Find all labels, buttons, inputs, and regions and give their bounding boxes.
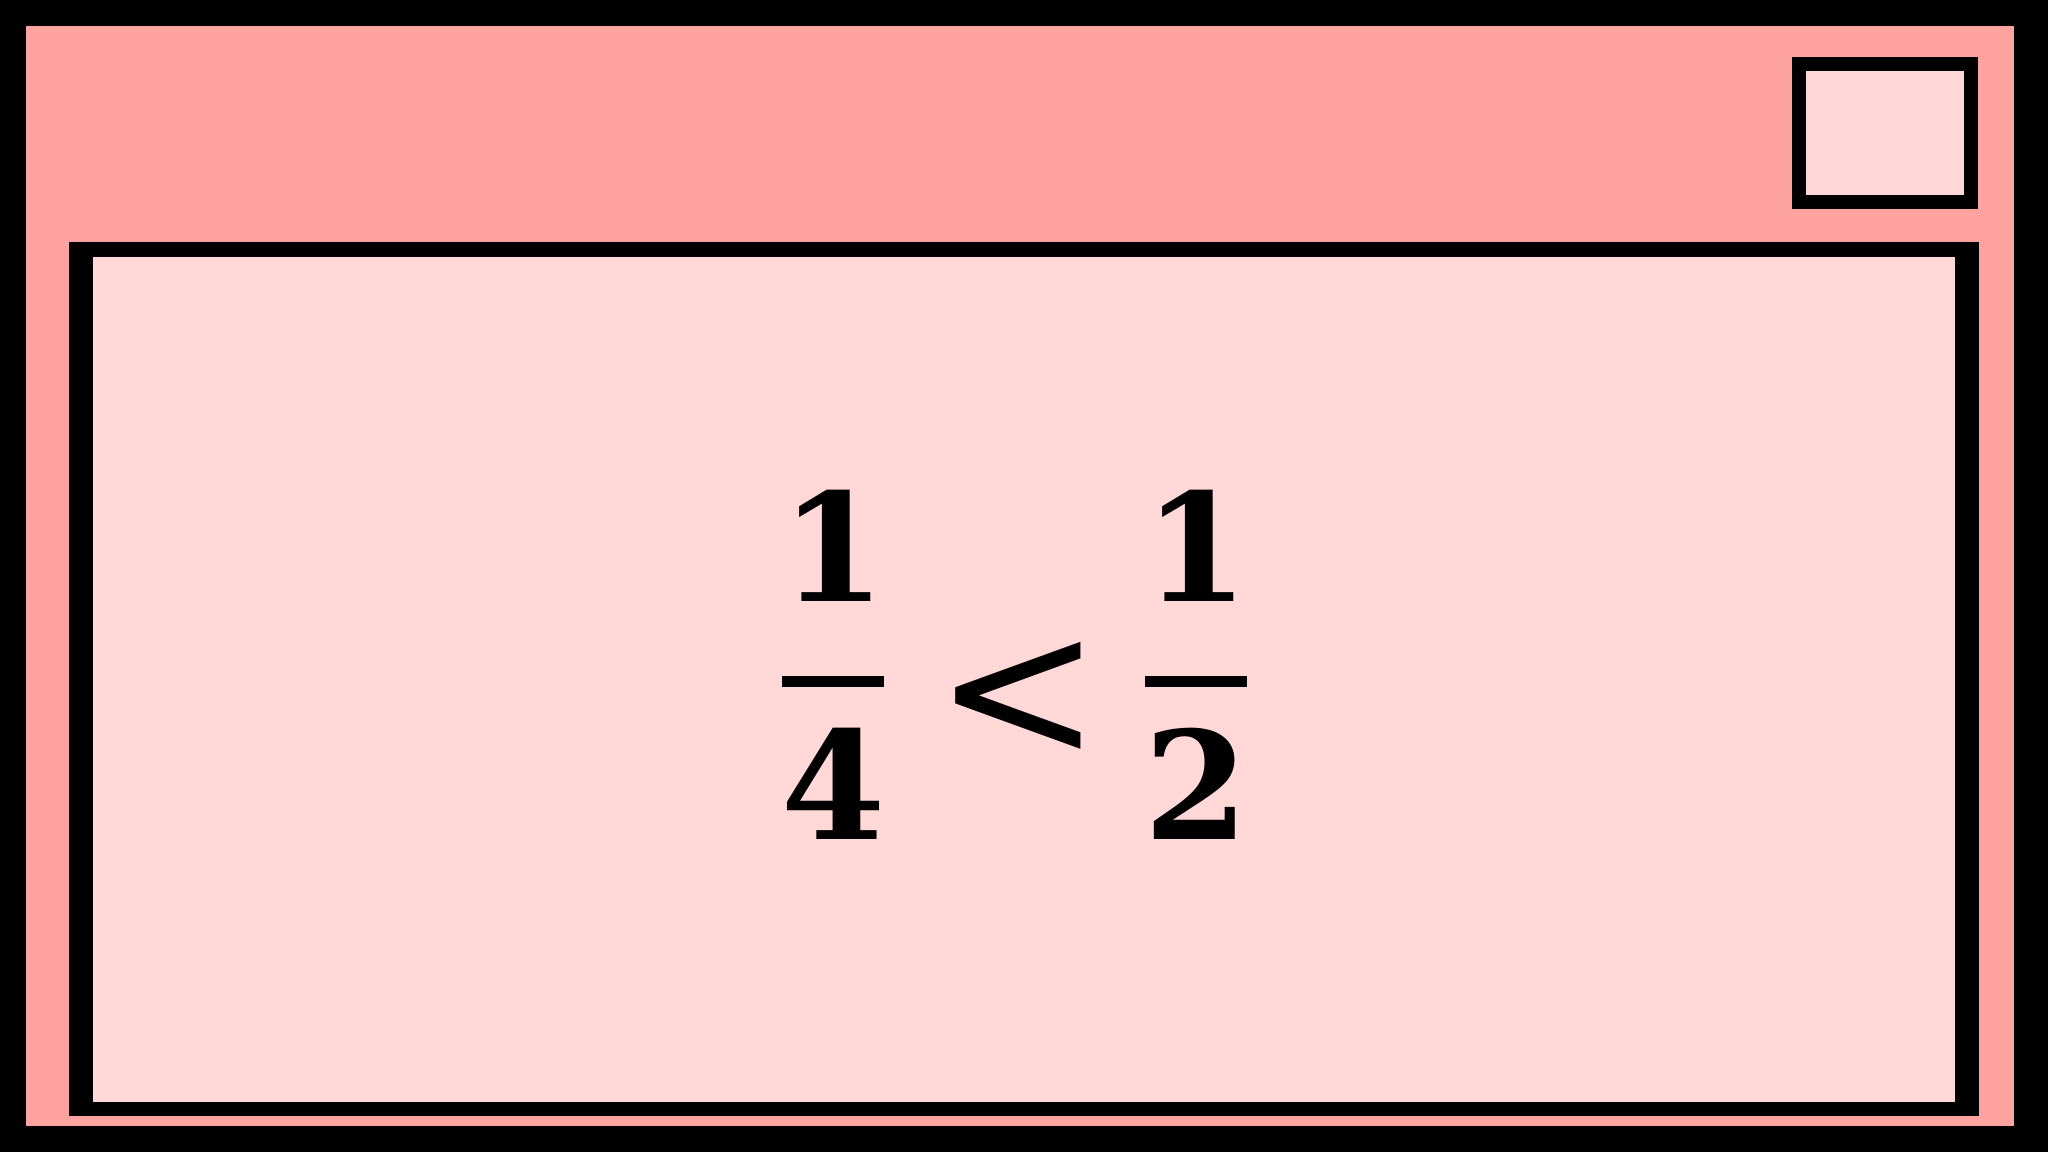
- left-fraction: 1 4: [778, 462, 888, 862]
- window-control-button[interactable]: [1792, 57, 1978, 209]
- right-numerator: 1: [1143, 461, 1249, 637]
- content-panel: [69, 242, 1979, 1116]
- fraction-comparison: 1 4 < 1 2: [736, 462, 1256, 862]
- left-denominator: 4: [780, 699, 886, 875]
- less-than-symbol: <: [934, 573, 1102, 806]
- right-denominator: 2: [1143, 699, 1249, 875]
- left-fraction-bar: [782, 676, 884, 687]
- right-fraction-bar: [1145, 676, 1247, 687]
- app-window: [20, 20, 2020, 1132]
- right-fraction: 1 2: [1141, 462, 1251, 862]
- left-numerator: 1: [780, 461, 886, 637]
